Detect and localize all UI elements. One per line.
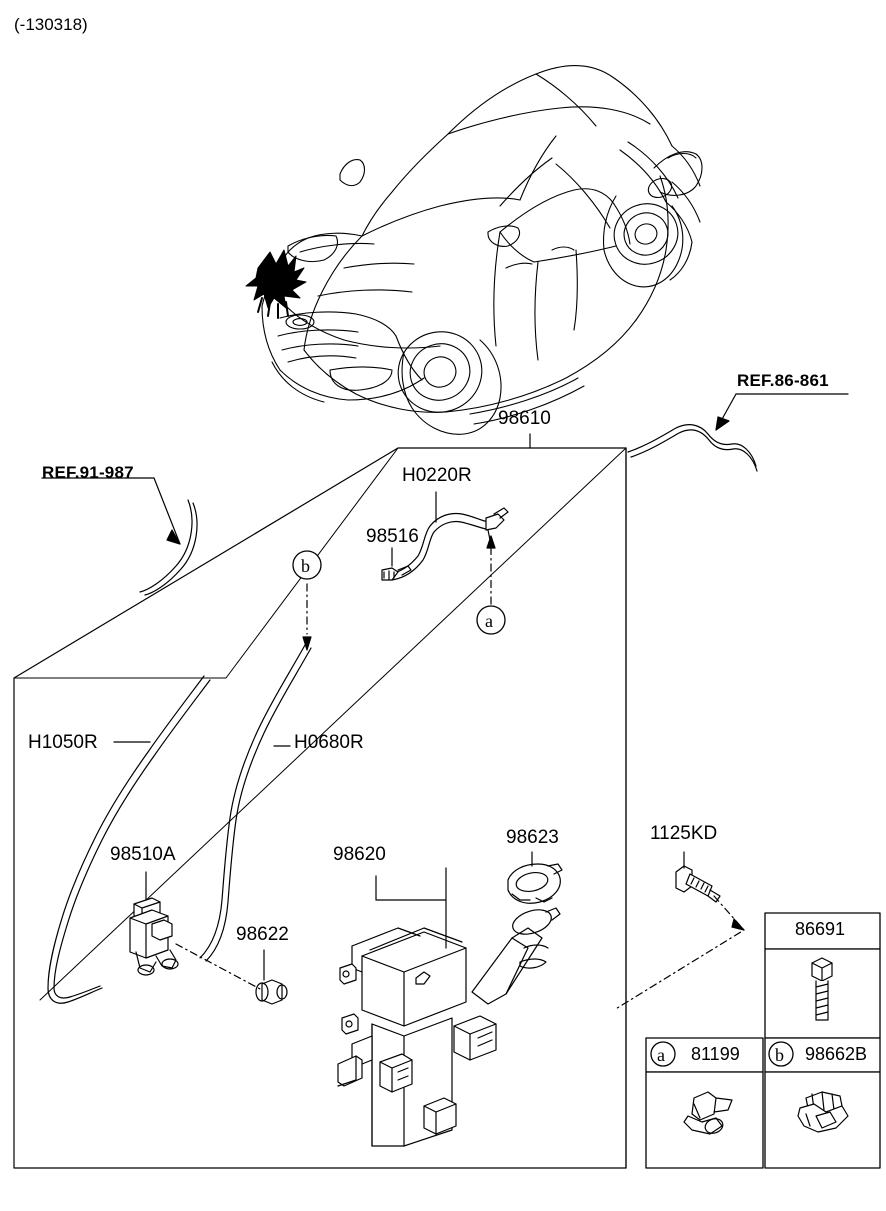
ref-91-987-leader xyxy=(41,477,198,596)
ref-label-86-861: REF.86-861 xyxy=(737,371,829,390)
part-1125kd-dashdot xyxy=(613,895,745,1011)
legend-table xyxy=(645,912,881,1169)
ref-label-91-987: REF.91-987 xyxy=(42,463,134,482)
clip-icon-a xyxy=(683,1091,733,1135)
callout-marker-b: b xyxy=(301,556,310,576)
part-98620-reservoir xyxy=(337,907,561,1147)
part-label-h0680r: H0680R xyxy=(294,732,364,753)
hose-h1050r xyxy=(47,675,211,1004)
grommet-dashdot xyxy=(175,943,263,991)
ref-86-861-leader xyxy=(627,393,849,472)
frame-outline xyxy=(13,447,627,1169)
part-label-98622: 98622 xyxy=(236,924,289,945)
bolt-icon xyxy=(811,957,833,1021)
clip-icon-b xyxy=(797,1091,849,1133)
part-98510a-pump xyxy=(129,897,179,976)
part-label-h0220r: H0220R xyxy=(402,465,472,486)
part-98620-leader-h xyxy=(375,875,447,901)
part-label-98623: 98623 xyxy=(506,827,559,848)
legend-part-98662b: 98662B xyxy=(805,1044,868,1064)
callout-marker-a: a xyxy=(485,611,493,631)
part-label-98610: 98610 xyxy=(498,408,551,429)
part-label-98620: 98620 xyxy=(333,844,386,865)
legend-marker-a: a xyxy=(657,1045,665,1065)
part-label-98516: 98516 xyxy=(366,526,419,547)
part-label-1125kd: 1125KD xyxy=(650,823,718,844)
part-98622-grommet xyxy=(255,979,288,1005)
legend-part-86691: 86691 xyxy=(795,919,846,939)
legend-marker-b: b xyxy=(775,1045,784,1065)
hose-h0220r xyxy=(381,507,509,581)
legend-part-81199: 81199 xyxy=(691,1044,740,1064)
date-code-label: (-130318) xyxy=(14,15,88,34)
part-1125kd-screw xyxy=(675,865,721,903)
part-label-98510a: 98510A xyxy=(110,844,176,865)
part-98623-cap xyxy=(507,863,563,904)
hose-h0680r xyxy=(199,644,312,962)
part-label-h1050r: H1050R xyxy=(28,732,98,753)
